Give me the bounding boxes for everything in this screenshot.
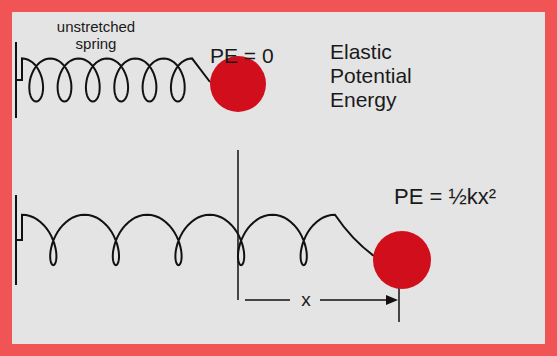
dimension-label: x — [296, 289, 316, 311]
dimension-line — [245, 299, 290, 301]
mass-ball — [373, 231, 431, 289]
equilibrium-line — [237, 150, 239, 300]
energy-label: PE = 0 — [210, 44, 300, 68]
title-label: Elastic Potential Energy — [330, 40, 460, 112]
part-label: unstretched spring — [48, 18, 144, 53]
dimension-line — [320, 299, 390, 301]
background-panel — [12, 12, 545, 344]
spring-coil — [16, 58, 210, 101]
spring-coil — [16, 215, 374, 265]
formula-label: PE = ½kx² — [394, 184, 534, 209]
dimension-arrowhead — [386, 295, 398, 305]
